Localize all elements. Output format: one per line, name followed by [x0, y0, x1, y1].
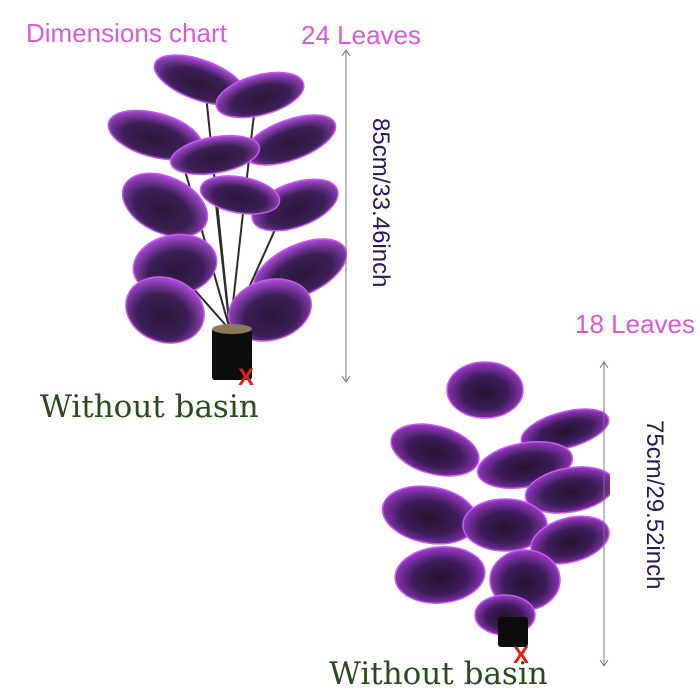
plant-1-no-basin-mark: X [238, 364, 255, 391]
plant-1-height-label: 85cm/33.46inch [367, 118, 394, 288]
plant-1-basin-label: Without basin [40, 389, 259, 425]
plant-1-leaves-label: 24 Leaves [301, 20, 421, 50]
plant-2-height-line [599, 361, 609, 667]
plant-2-image [381, 361, 610, 647]
plant-2-leaves-label: 18 Leaves [575, 309, 695, 339]
dimensions-chart-title: Dimensions chart [26, 18, 227, 48]
plant-2-height-label: 75cm/29.52inch [641, 420, 668, 590]
plant-2-no-basin-mark: X [513, 642, 530, 669]
plant-2-basin-label: Without basin [329, 656, 548, 692]
plant-1-height-line [341, 49, 351, 383]
plant-1-image [107, 54, 348, 380]
